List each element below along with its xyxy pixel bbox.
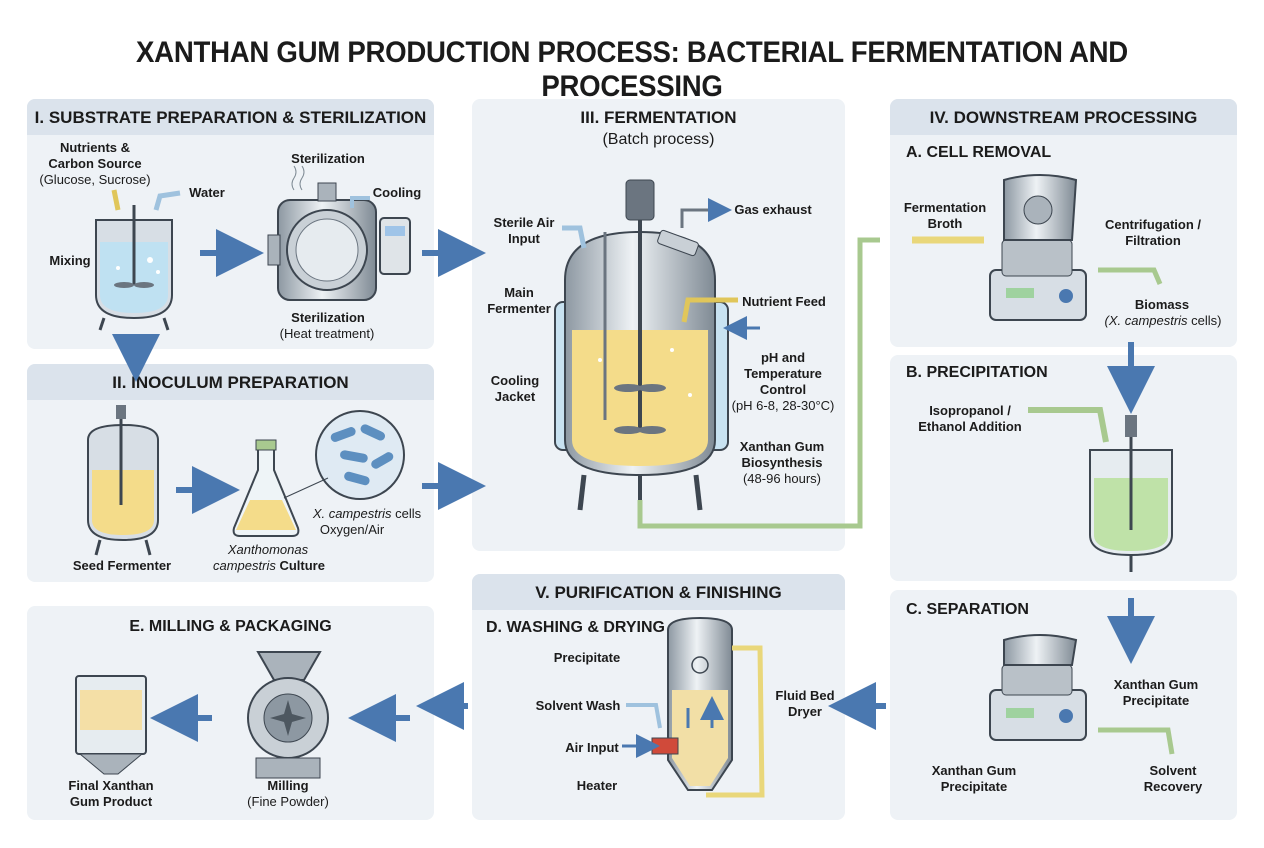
xanthan-precipitate-out-label-1: Xanthan Gum xyxy=(931,763,1017,778)
solvent-wash-label: Solvent Wash xyxy=(535,698,621,713)
mill-icon xyxy=(247,651,329,779)
separation-title: C. SEPARATION xyxy=(906,601,1029,618)
mixing-tank-icon xyxy=(95,205,173,331)
carbon-source-label: Carbon Source xyxy=(48,156,142,171)
nutrient-feed-label: Nutrient Feed xyxy=(742,294,826,309)
sterile-air-label: Sterile Air xyxy=(493,215,555,230)
air-input-label: Air Input xyxy=(565,740,619,755)
panel-purification: V. PURIFICATION & FINISHING xyxy=(472,574,845,820)
cooling-jacket-label-1: Cooling xyxy=(490,373,540,388)
nutrient-feed-arrow xyxy=(681,297,738,323)
precipitation-title: B. PRECIPITATION xyxy=(906,364,1048,381)
ph-label-4: (pH 6-8, 28-30°C) xyxy=(731,398,835,413)
broth-label-2: Broth xyxy=(927,216,963,231)
seed-fermenter-label: Seed Fermenter xyxy=(72,558,172,573)
isopropanol-label-1: Isopropanol / xyxy=(929,403,1011,418)
cooling-label: Cooling xyxy=(372,185,422,200)
sterilization-top-label: Sterilization xyxy=(291,151,365,166)
washing-drying-title: D. WASHING & DRYING xyxy=(486,619,665,636)
panel-inoculum-title: II. INOCULUM PREPARATION xyxy=(27,364,434,400)
broth-label-1: Fermentation xyxy=(903,200,987,215)
centrifuge-icon xyxy=(989,174,1087,321)
heat-treatment-label: (Heat treatment) xyxy=(279,326,375,341)
culture-species: campestris xyxy=(213,558,276,573)
biomass-species: (X. campestris xyxy=(1104,313,1188,328)
biosynthesis-label-3: (48-96 hours) xyxy=(742,471,822,486)
biosynthesis-label-2: Biosynthesis xyxy=(741,455,823,470)
fermentation-subtitle: (Batch process) xyxy=(602,131,715,148)
oxygen-label: Oxygen/Air xyxy=(319,522,385,537)
air-arrow xyxy=(562,225,587,249)
ph-label-1: pH and xyxy=(760,350,806,365)
main-fermenter-label-1: Main xyxy=(504,285,534,300)
nutrients-label: Nutrients & xyxy=(59,140,131,155)
biomass-detail-label: (X. campestris cells) xyxy=(1096,313,1230,329)
milling-packaging-title: E. MILLING & PACKAGING xyxy=(129,618,332,635)
gas-exhaust-label: Gas exhaust xyxy=(734,202,812,217)
broth-transfer-pipe xyxy=(637,237,880,529)
biosynthesis-label-1: Xanthan Gum xyxy=(739,439,825,454)
fine-powder-label: (Fine Powder) xyxy=(247,794,329,809)
xanthan-precipitate-label-1: Xanthan Gum xyxy=(1113,677,1199,692)
carbon-detail-label: (Glucose, Sucrose) xyxy=(39,172,151,187)
culture-label-2: campestris Culture xyxy=(204,558,334,574)
panel-substrate-title: I. SUBSTRATE PREPARATION & STERILIZATION xyxy=(27,99,434,135)
fluid-bed-label-1: Fluid Bed xyxy=(775,688,835,703)
fluid-bed-dryer-icon xyxy=(651,616,765,798)
page-title: XANTHAN GUM PRODUCTION PROCESS: BACTERIA… xyxy=(136,36,1128,103)
sterilization-bottom-label: Sterilization xyxy=(291,310,365,325)
fluid-bed-label-2: Dryer xyxy=(788,704,822,719)
main-fermenter-icon xyxy=(554,179,729,511)
mixing-label: Mixing xyxy=(49,253,91,268)
nutrient-arrow xyxy=(111,189,121,211)
culture-suffix: Culture xyxy=(275,558,325,573)
biomass-suffix: cells) xyxy=(1187,313,1222,328)
ph-label-2: Temperature xyxy=(744,366,822,381)
flask-icon xyxy=(232,439,300,537)
precipitation-tank-icon xyxy=(1089,415,1173,572)
cells-label: X. campestris cells xyxy=(306,506,428,522)
seed-fermenter-icon xyxy=(87,405,159,556)
xanthan-precipitate-label-2: Precipitate xyxy=(1122,693,1190,708)
solvent-recovery-label-1: Solvent xyxy=(1149,763,1197,778)
wash-arrow xyxy=(626,703,662,729)
panel-downstream-b xyxy=(890,355,1237,581)
isopropanol-label-2: Ethanol Addition xyxy=(918,419,1022,434)
sterile-air-input-label: Input xyxy=(508,231,540,246)
cooling-jacket-label-2: Jacket xyxy=(494,389,536,404)
xanthan-precipitate-out-label-2: Precipitate xyxy=(940,779,1008,794)
autoclave-icon xyxy=(267,165,411,301)
cells-species: X. campestris xyxy=(312,506,392,521)
biomass-arrow xyxy=(1098,267,1163,285)
bacteria-magnified-icon xyxy=(283,410,405,500)
milling-label: Milling xyxy=(267,778,309,793)
panel-downstream-title: IV. DOWNSTREAM PROCESSING xyxy=(890,99,1237,135)
cells-suffix: cells xyxy=(391,506,422,521)
centrifugation-label-2: Filtration xyxy=(1125,233,1181,248)
solvent-recovery-label-2: Recovery xyxy=(1143,779,1203,794)
fermentation-title: III. FERMENTATION xyxy=(580,108,737,127)
ph-label-3: Control xyxy=(759,382,807,397)
final-product-label-1: Final Xanthan xyxy=(68,778,154,793)
heater-label: Heater xyxy=(576,778,618,793)
centrifugation-label-1: Centrifugation / xyxy=(1104,217,1202,232)
solvent-add-arrow xyxy=(1028,407,1109,443)
water-arrow xyxy=(153,190,181,211)
biomass-label: Biomass xyxy=(1134,297,1190,312)
product-bin-icon xyxy=(75,675,147,775)
panel-purification-title: V. PURIFICATION & FINISHING xyxy=(472,574,845,610)
culture-label-1: Xanthomonas xyxy=(227,542,309,557)
main-fermenter-label-2: Fermenter xyxy=(487,301,551,316)
gas-arrow xyxy=(680,198,732,228)
separation-centrifuge-icon xyxy=(989,634,1087,741)
water-label: Water xyxy=(189,185,225,200)
precipitate-label: Precipitate xyxy=(553,650,621,665)
final-product-label-2: Gum Product xyxy=(69,794,153,809)
solvent-recovery-arrow xyxy=(1098,727,1175,755)
cell-removal-title: A. CELL REMOVAL xyxy=(906,144,1052,161)
